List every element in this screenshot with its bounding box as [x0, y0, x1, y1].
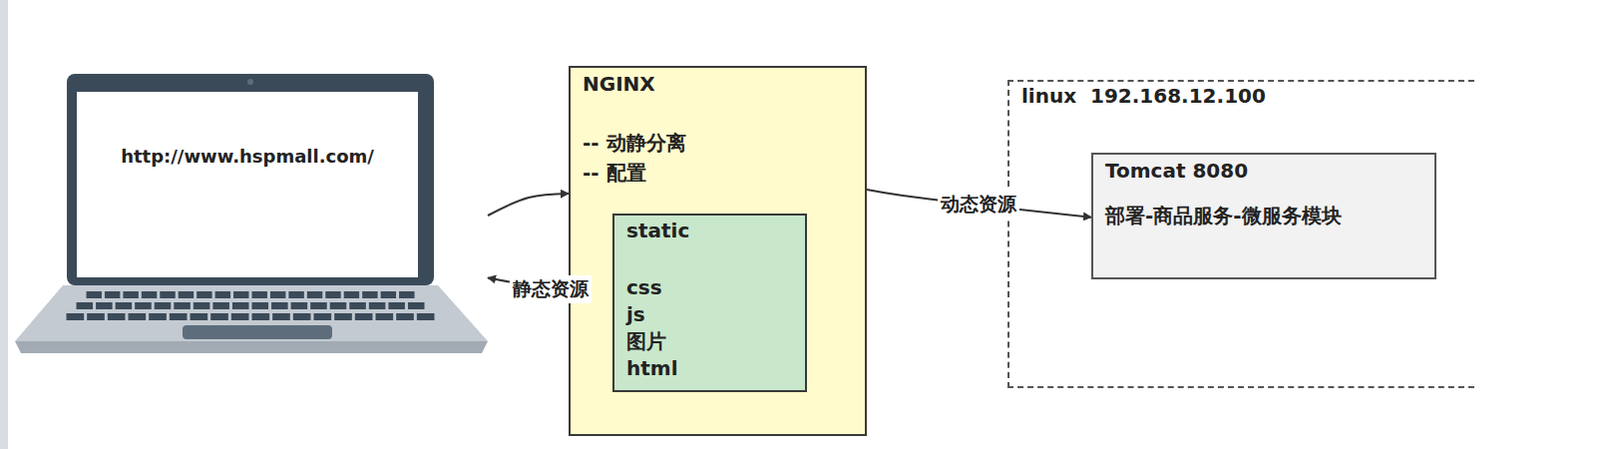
- connector-arrow: [487, 193, 569, 216]
- node-title: static: [626, 216, 805, 245]
- node-title: linux 192.168.12.100: [1021, 81, 1475, 110]
- node-title: http://www.hspmall.com/: [76, 145, 418, 167]
- nginx-box: static cssjs图片html NGINX -- 动静分离-- 配置: [568, 65, 867, 436]
- laptop-trackpad: [182, 325, 333, 340]
- edge-label: 动态资源: [937, 190, 1020, 219]
- laptop: http://www.hspmall.com/: [14, 73, 488, 358]
- laptop-illustration: [14, 73, 488, 358]
- laptop-keyboard: [66, 291, 435, 321]
- laptop-screen: [76, 91, 418, 278]
- linux-host-region: Tomcat 8080 部署-商品服务-微服务模块 linux 192.168.12…: [1007, 79, 1475, 389]
- static-box: static cssjs图片html: [612, 213, 807, 393]
- node-text: -- 动静分离: [582, 128, 865, 157]
- node-text: css: [626, 274, 805, 302]
- laptop-lid: [66, 73, 434, 286]
- laptop-base: [14, 285, 488, 342]
- edge-label: 静态资源: [509, 275, 592, 304]
- tomcat-box: Tomcat 8080 部署-商品服务-微服务模块: [1091, 152, 1437, 280]
- node-text: 部署-商品服务-微服务模块: [1105, 201, 1435, 230]
- laptop-base-edge: [14, 341, 488, 354]
- node-title: NGINX: [582, 69, 865, 98]
- window-edge-bar: [0, 0, 8, 449]
- node-text: 图片: [626, 328, 805, 356]
- node-text: js: [626, 301, 805, 329]
- node-text: -- 配置: [582, 158, 865, 187]
- laptop-camera: [247, 78, 254, 85]
- node-text: html: [626, 355, 805, 383]
- node-title: Tomcat 8080: [1105, 156, 1435, 185]
